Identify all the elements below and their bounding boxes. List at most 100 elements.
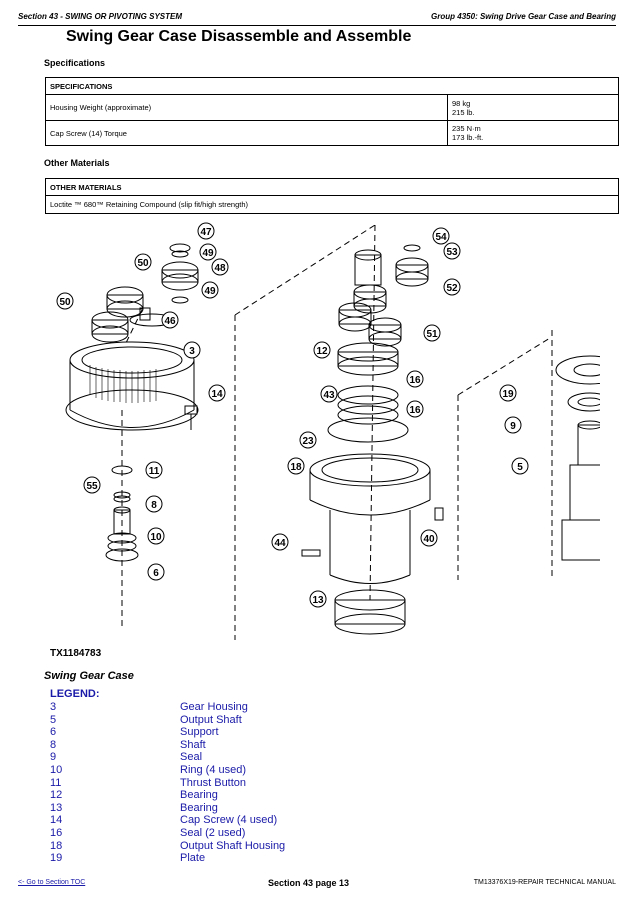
callout: 49 (201, 281, 219, 299)
specifications-table: SPECIFICATIONS Housing Weight (approxima… (45, 77, 619, 146)
section-toc-link[interactable]: <- Go to Section TOC (18, 879, 86, 886)
table-row: Loctite ™ 680™ Retaining Compound (slip … (45, 195, 619, 214)
callout: 9 (504, 416, 522, 434)
callout: 19 (499, 384, 517, 402)
svg-text:19: 19 (502, 389, 514, 400)
callout: 10 (147, 527, 165, 545)
svg-text:8: 8 (151, 500, 157, 511)
svg-text:11: 11 (149, 466, 160, 477)
svg-text:55: 55 (86, 481, 98, 492)
center-gear-stack (301, 244, 444, 635)
page-header: Section 43 - SWING OR PIVOTING SYSTEM Gr… (18, 10, 616, 26)
callout: 49 (199, 243, 217, 261)
gear-housing-part (65, 341, 199, 431)
svg-text:49: 49 (202, 248, 214, 259)
svg-text:14: 14 (211, 389, 223, 400)
svg-text:48: 48 (214, 263, 226, 274)
callout: 53 (443, 242, 461, 260)
callout: 3 (183, 341, 201, 359)
other-materials-table: OTHER MATERIALS Loctite ™ 680™ Retaining… (45, 178, 619, 214)
callout: 52 (443, 278, 461, 296)
svg-text:50: 50 (59, 297, 71, 308)
material-item: Loctite ™ 680™ Retaining Compound (slip … (45, 195, 619, 214)
svg-text:53: 53 (446, 247, 458, 258)
callout: 8 (145, 495, 163, 513)
svg-text:3: 3 (189, 346, 195, 357)
svg-text:6: 6 (153, 568, 159, 579)
callout: 43 (320, 385, 338, 403)
specifications-heading: Specifications (44, 58, 106, 68)
svg-text:54: 54 (435, 232, 447, 243)
svg-text:50: 50 (137, 258, 149, 269)
spec-item: Cap Screw (14) Torque (45, 120, 448, 146)
callout: 11 (145, 461, 163, 479)
svg-text:44: 44 (274, 538, 286, 549)
figure-caption: Swing Gear Case (44, 670, 134, 682)
spec-item: Housing Weight (approximate) (45, 94, 448, 121)
callout: 46 (161, 311, 179, 329)
callout: 51 (423, 324, 441, 342)
page-footer: <- Go to Section TOC Section 43 page 13 … (18, 876, 616, 892)
callout: 44 (271, 533, 289, 551)
exploded-view-illustration: 47 49 50 48 49 50 46 3 14 11 55 8 10 6 5… (56, 222, 600, 640)
callout: 50 (56, 292, 74, 310)
callout: 13 (309, 590, 327, 608)
group-title: Group 4350: Swing Drive Gear Case and Be… (431, 12, 616, 21)
svg-text:47: 47 (200, 227, 212, 238)
svg-text:23: 23 (302, 436, 314, 447)
page-number: Section 43 page 13 (268, 878, 350, 888)
shaft-stack-parts (105, 465, 139, 562)
callout: 16 (406, 400, 424, 418)
callout: 47 (197, 222, 215, 240)
svg-text:51: 51 (426, 329, 438, 340)
callout: 5 (511, 457, 529, 475)
cap-screw-part (184, 405, 198, 430)
other-materials-heading: Other Materials (44, 158, 110, 168)
callout: 40 (420, 529, 438, 547)
callout: 14 (208, 384, 226, 402)
specifications-table-header: SPECIFICATIONS (45, 77, 619, 95)
svg-text:13: 13 (312, 595, 324, 606)
svg-text:18: 18 (290, 462, 302, 473)
page-title: Swing Gear Case Disassemble and Assemble (66, 28, 412, 45)
svg-text:10: 10 (150, 532, 162, 543)
other-materials-table-header: OTHER MATERIALS (45, 178, 619, 196)
svg-text:46: 46 (164, 316, 176, 327)
callout: 6 (147, 563, 165, 581)
section-title: Section 43 - SWING OR PIVOTING SYSTEM (18, 12, 183, 21)
callout: 54 (432, 227, 450, 245)
callout: 23 (299, 431, 317, 449)
callout: 55 (83, 476, 101, 494)
callout: 50 (134, 253, 152, 271)
callout: 12 (313, 341, 331, 359)
svg-text:52: 52 (446, 283, 458, 294)
figure-label: TX1184783 (50, 648, 102, 659)
svg-text:43: 43 (323, 390, 335, 401)
callout: 16 (406, 370, 424, 388)
output-shaft-parts (555, 355, 600, 561)
svg-text:5: 5 (517, 462, 523, 473)
svg-text:49: 49 (204, 286, 216, 297)
svg-text:16: 16 (409, 375, 421, 386)
svg-text:9: 9 (510, 421, 516, 432)
callout: 18 (287, 457, 305, 475)
svg-text:40: 40 (423, 534, 435, 545)
callout: 48 (211, 258, 229, 276)
